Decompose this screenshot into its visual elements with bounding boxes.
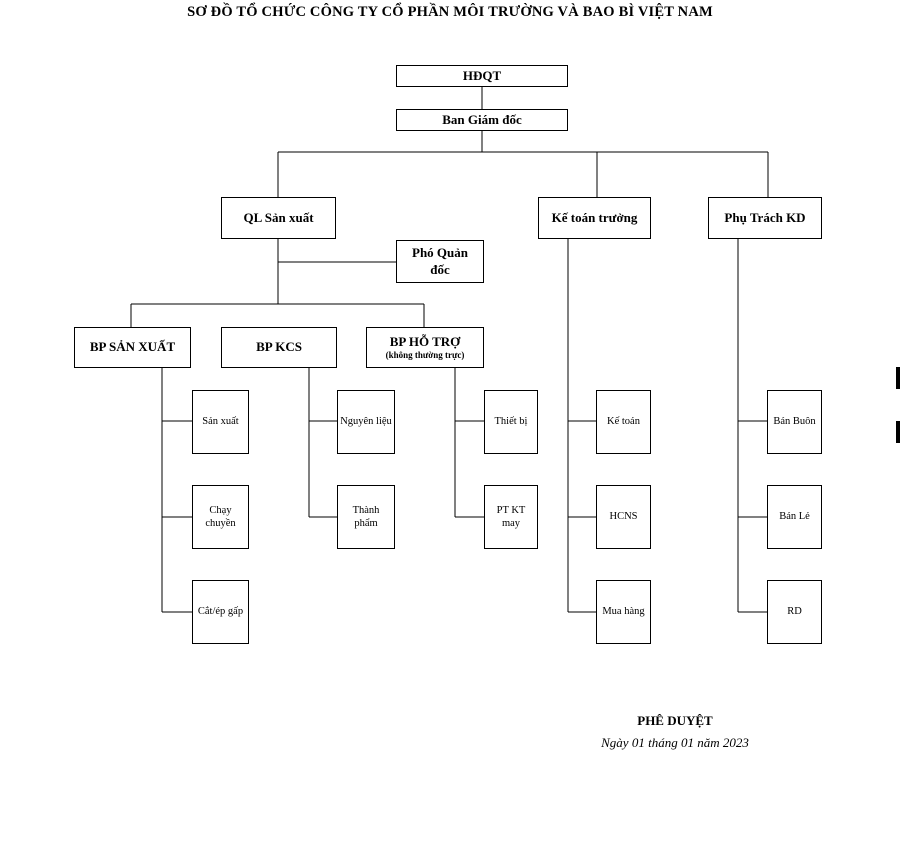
ban-le-box: Bán Lẻ [767,485,822,549]
pt-kt-may-box: PT KT may [484,485,538,549]
pho-quan-doc-box: Phó Quản đốc [396,240,484,283]
phu-trach-kd-box: Phụ Trách KD [708,197,822,239]
san-xuat-box: Sản xuất [192,390,249,454]
thanh-pham-box: Thành phẩm [337,485,395,549]
ban-buon-box: Bán Buôn [767,390,822,454]
edge-mark [896,421,900,443]
thiet-bi-box: Thiết bị [484,390,538,454]
ql-san-xuat-box: QL Sản xuất [221,197,336,239]
bp-san-xuat-box: BP SẢN XUẤT [74,327,191,368]
bp-ho-tro-box: BP HỖ TRỢ (không thường trực) [366,327,484,368]
bp-ho-tro-note: (không thường trực) [385,350,465,360]
rd-box: RD [767,580,822,644]
edge-mark [896,367,900,389]
ke-toan-box: Kế toán [596,390,651,454]
bp-ho-tro-label: BP HỖ TRỢ [389,333,461,349]
hcns-box: HCNS [596,485,651,549]
cat-ep-gap-box: Cắt/ép gấp [192,580,249,644]
ban-giam-doc-box: Ban Giám đốc [396,109,568,131]
approval-label: PHÊ DUYỆT [637,713,713,728]
hdqt-box: HĐQT [396,65,568,87]
approval-date: Ngày 01 tháng 01 năm 2023 [601,735,749,750]
ke-toan-truong-box: Kế toán trưởng [538,197,651,239]
chay-chuyen-box: Chạy chuyền [192,485,249,549]
mua-hang-box: Mua hàng [596,580,651,644]
bp-kcs-box: BP KCS [221,327,337,368]
chart-title: SƠ ĐỒ TỔ CHỨC CÔNG TY CỔ PHẦN MÔI TRƯỜNG… [187,4,713,20]
nguyen-lieu-box: Nguyên liệu [337,390,395,454]
